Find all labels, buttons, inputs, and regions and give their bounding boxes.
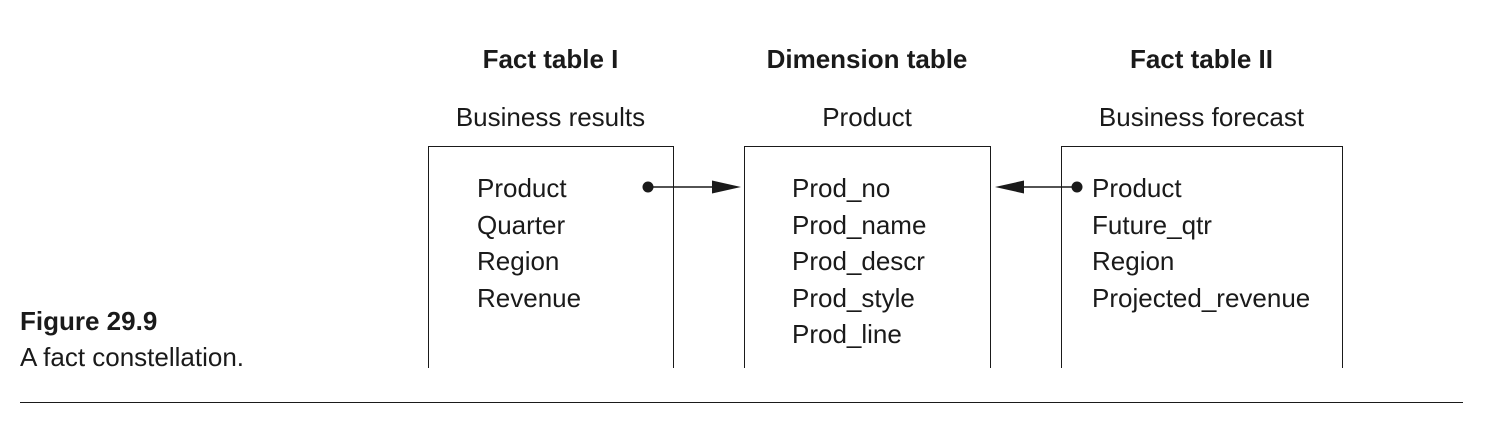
fact-table-1-attributes: Product Quarter Region Revenue [477,170,581,316]
fact-table-2-attributes: Product Future_qtr Region Projected_reve… [1092,170,1310,316]
fact-table-2-heading: Fact table II [1129,44,1274,74]
bottom-divider [20,402,1463,403]
dimension-table-box [744,146,991,368]
fact-table-1-name: Business results [455,102,646,132]
fact-table-1-to-dimension-arrowhead [712,180,741,194]
fact-table-1-box [428,146,674,368]
fact-table-2-name: Business forecast [1098,102,1305,132]
fact-table-1-attr-quarter: Quarter [477,209,566,240]
fact-table-1-heading: Fact table I [482,44,619,74]
figure-label: Figure 29.9 [20,306,158,336]
fact-table-2-attr-product: Product [1092,173,1182,203]
dimension-table-name: Product [822,102,912,132]
fact-table-2-to-dimension-arrowhead [995,180,1024,194]
dimension-table-attr-prod-descr: Prod_descr [792,246,925,276]
fact-table-1-attr-revenue: Revenue [477,282,582,313]
dimension-table-attr-prod-line: Prod_line [792,319,902,349]
fact-table-2-attr-projected-revenue: Projected_revenue [1092,282,1311,313]
fact-table-1-attr-region: Region [477,246,560,276]
fact-table-2-attr-region: Region [1092,246,1175,276]
fact-table-2-attr-future-qtr: Future_qtr [1092,209,1212,240]
dimension-table-attributes: Prod_no Prod_name Prod_descr Prod_style … [792,170,926,353]
dimension-table-attr-prod-name: Prod_name [792,209,927,240]
fact-table-1-attr-product: Product [477,173,567,203]
dimension-table-heading: Dimension table [766,44,968,74]
dimension-table-attr-prod-style: Prod_style [792,282,915,313]
dimension-table-attr-prod-no: Prod_no [792,173,891,203]
fact-table-2-box [1061,146,1343,368]
figure-caption: A fact constellation. [20,342,245,372]
